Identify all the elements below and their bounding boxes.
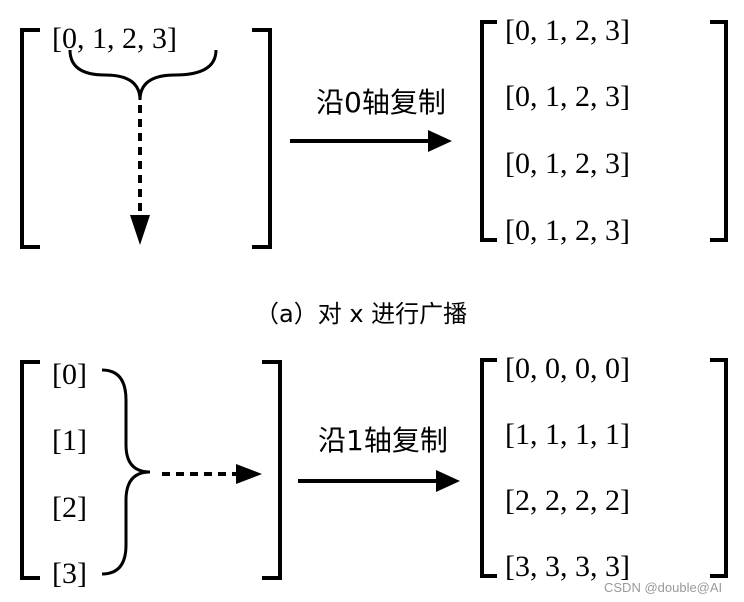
a-result-row-3: [0, 1, 2, 3] [505,214,630,247]
b-curly-brace [101,368,151,576]
b-main-arrow-head [436,470,460,492]
a-result-row-1: [0, 1, 2, 3] [505,80,630,113]
a-dashed-arrow-head [130,215,150,245]
a-source-left-bracket [20,28,40,249]
a-source-row: [0, 1, 2, 3] [52,22,177,55]
b-arrow-label: 沿1轴复制 [318,424,448,457]
b-source-item-0: [0] [52,358,87,391]
b-source-item-2: [2] [52,491,87,524]
a-main-arrow-head [428,130,452,152]
b-source-item-3: [3] [52,557,87,590]
b-result-row-1: [1, 1, 1, 1] [505,418,630,451]
b-dashed-arrow-head [236,464,262,484]
a-source-right-bracket [252,28,272,249]
b-result-row-3: [3, 3, 3, 3] [505,550,630,583]
b-source-item-1: [1] [52,424,87,457]
a-result-left-bracket [480,20,497,242]
b-result-row-0: [0, 0, 0, 0] [505,352,630,385]
a-curly-brace [68,49,218,101]
b-source-right-bracket [262,360,282,580]
b-result-row-2: [2, 2, 2, 2] [505,484,630,517]
a-caption: （a）对 x 进行广播 [255,300,467,328]
a-result-row-0: [0, 1, 2, 3] [505,14,630,47]
a-arrow-label: 沿0轴复制 [316,86,446,119]
b-result-right-bracket [710,358,728,578]
a-result-right-bracket [710,20,728,242]
a-result-row-2: [0, 1, 2, 3] [505,147,630,180]
watermark: CSDN @double@AI [604,580,722,595]
b-result-left-bracket [480,358,497,578]
b-source-left-bracket [20,360,40,580]
